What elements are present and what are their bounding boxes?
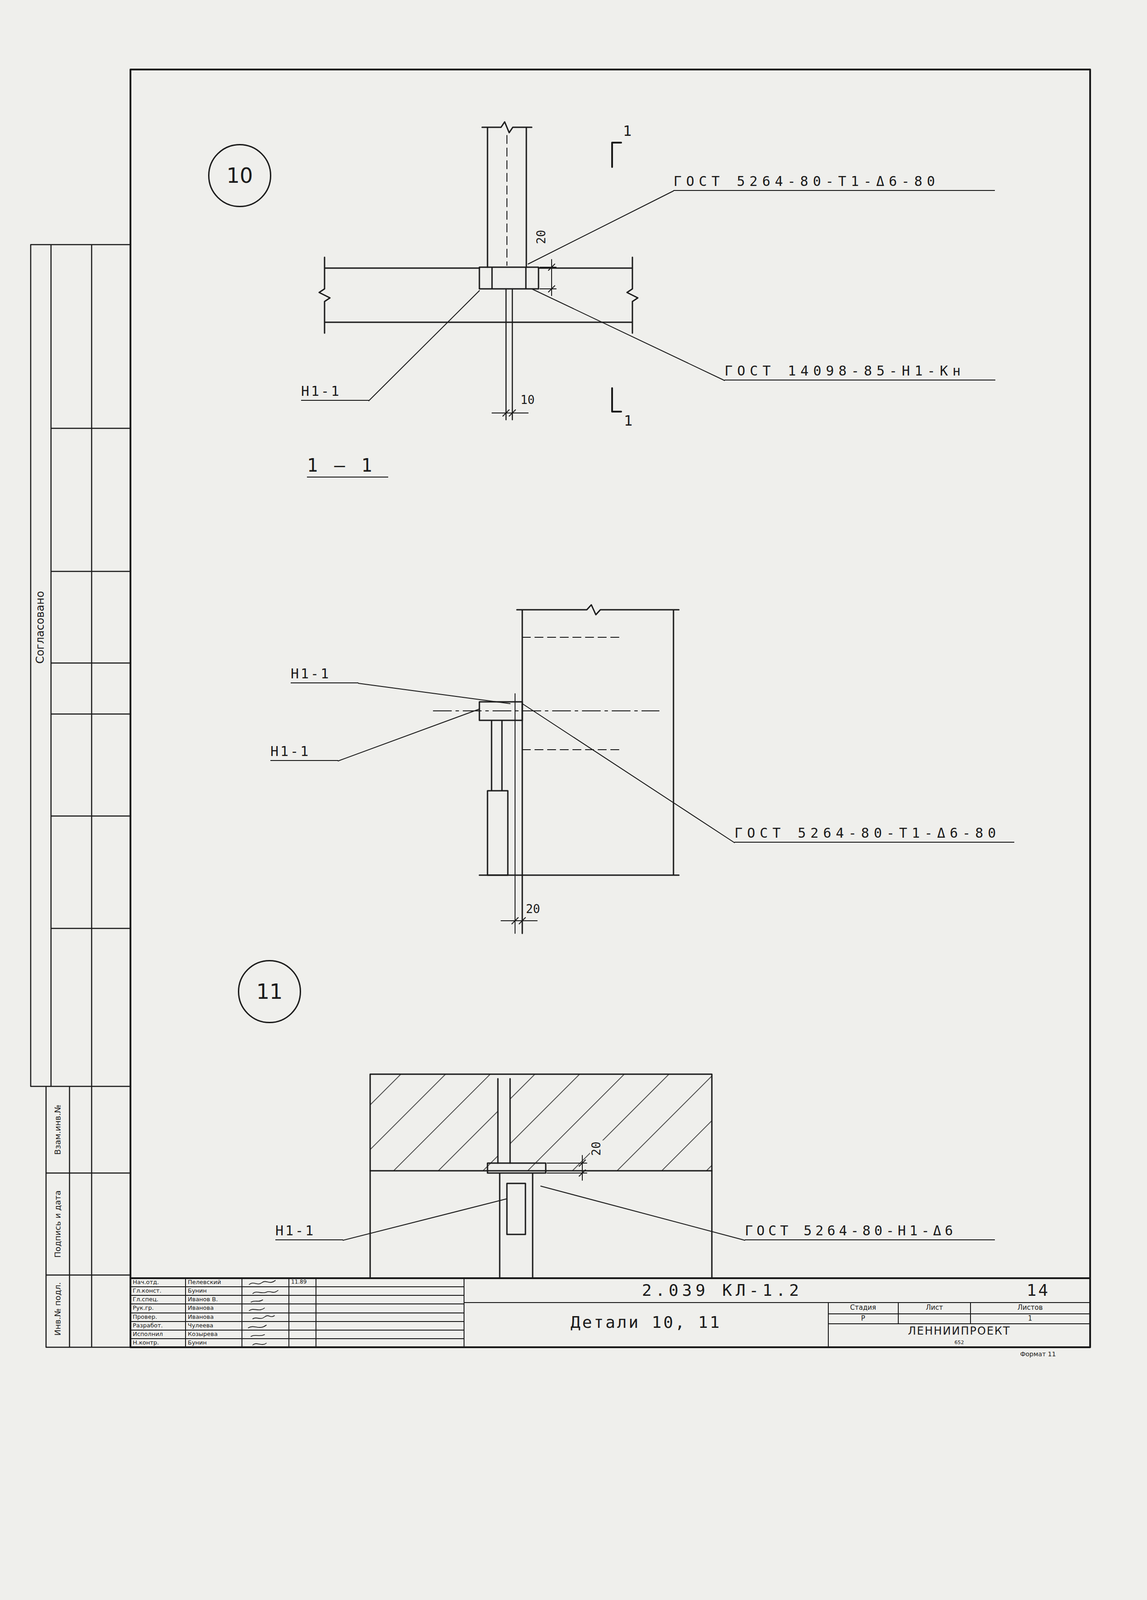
weld-callout: ГОСТ 14098-85-Н1-Кн [724,362,996,381]
anchor-part [487,1163,546,1278]
title-block-role: Разработ. [132,1322,163,1330]
part-mark: Н1-1 [270,743,339,762]
leader-lines [368,190,725,401]
signatures [248,1280,279,1346]
wall-section [479,604,679,934]
hidden-lines [522,637,623,750]
title-block-name: Иванова [187,1304,214,1312]
title-block-header: Стадия [849,1304,877,1312]
dimension: 20 [524,902,542,917]
callout-circle: 11 [237,960,302,1024]
approval-stamp: Согласовано [34,590,47,664]
leader-lines [343,1186,745,1241]
beam [319,257,638,334]
dimension: 20 [534,228,549,246]
title-block-role: Н.контр. [132,1339,159,1347]
callout-number: 11 [256,979,284,1004]
title-block-name: Иванова [187,1314,214,1321]
title-block-header: Листов [1017,1304,1043,1312]
section-cut-mark [612,142,622,412]
callout-number: 10 [226,163,254,188]
sheet-title: Детали 10, 11 [570,1313,722,1332]
part-mark: Н1-1 [275,1222,344,1241]
margin-field: Инв.№ подл. [53,1282,63,1336]
title-block-role: Провер. [132,1314,158,1321]
rod [482,121,532,268]
weld-callout: ГОСТ 5264-80-Н1-Δ6 [744,1222,995,1241]
sheet-frame [130,69,1091,1348]
section-mark: 1 [623,412,633,430]
dimension-lines [547,1155,587,1181]
weld-callout: ГОСТ 5264-80-Т1-Δ6-80 [673,173,995,191]
anchor-part [479,701,523,876]
anchor-stem [506,288,513,420]
wall-below [370,1170,712,1278]
organization-name: ЛЕННИИПРОЕКТ [907,1325,1011,1338]
callout-circle: 10 [208,143,272,208]
margin-field: Подпись и дата [53,1190,63,1258]
section-title: 1 — 1 [306,455,389,478]
hatched-slab [370,1074,712,1171]
title-block-name: Пелевский [187,1279,222,1287]
title-block-name: Чулеева [187,1322,214,1330]
axis-line [506,135,508,266]
title-block-name: Козырева [187,1331,218,1338]
title-block-name: Бунин [187,1287,207,1295]
dimension-lines [501,693,538,934]
title-block-header: Лист [925,1304,943,1312]
anchor-rod [497,1078,511,1164]
title-block-name: Бунин [187,1339,207,1347]
title-block-role: Исполнил [132,1331,163,1338]
nut [479,267,539,289]
title-block-value: Р [860,1314,865,1323]
dimension-lines [492,259,557,417]
title-block-role: Нач.отд. [132,1279,159,1287]
title-block-role: Гл.конст. [132,1287,162,1295]
dimension: 20 [589,1140,604,1157]
title-block-date: 11.89 [291,1279,307,1286]
part-mark: Н1-1 [301,383,369,401]
slab-opening [497,1078,511,1164]
part-mark: Н1-1 [290,665,359,684]
margin-table [30,244,131,1348]
title-block-role: Гл.спец. [132,1296,159,1304]
section-mark: 1 [622,122,632,140]
sheet-format: Формат 11 [1020,1350,1056,1358]
weld-callout: ГОСТ 5264-80-Т1-Δ6-80 [734,825,1015,843]
leader-lines [338,683,735,843]
title-block-grid [130,1278,1091,1348]
margin-field: Взам.инв.№ [53,1105,63,1156]
title-block-role: Рук.гр. [132,1304,154,1312]
title-block-name: Иванов В. [187,1296,219,1304]
title-block-value: 1 [1027,1314,1033,1323]
axis-line [433,710,660,712]
drawing-code: 2.039 КЛ-1.2 [641,1281,803,1300]
dimension: 10 [519,393,536,408]
drawing-code: 14 [1026,1281,1050,1300]
organization-code: 652 [954,1340,965,1347]
